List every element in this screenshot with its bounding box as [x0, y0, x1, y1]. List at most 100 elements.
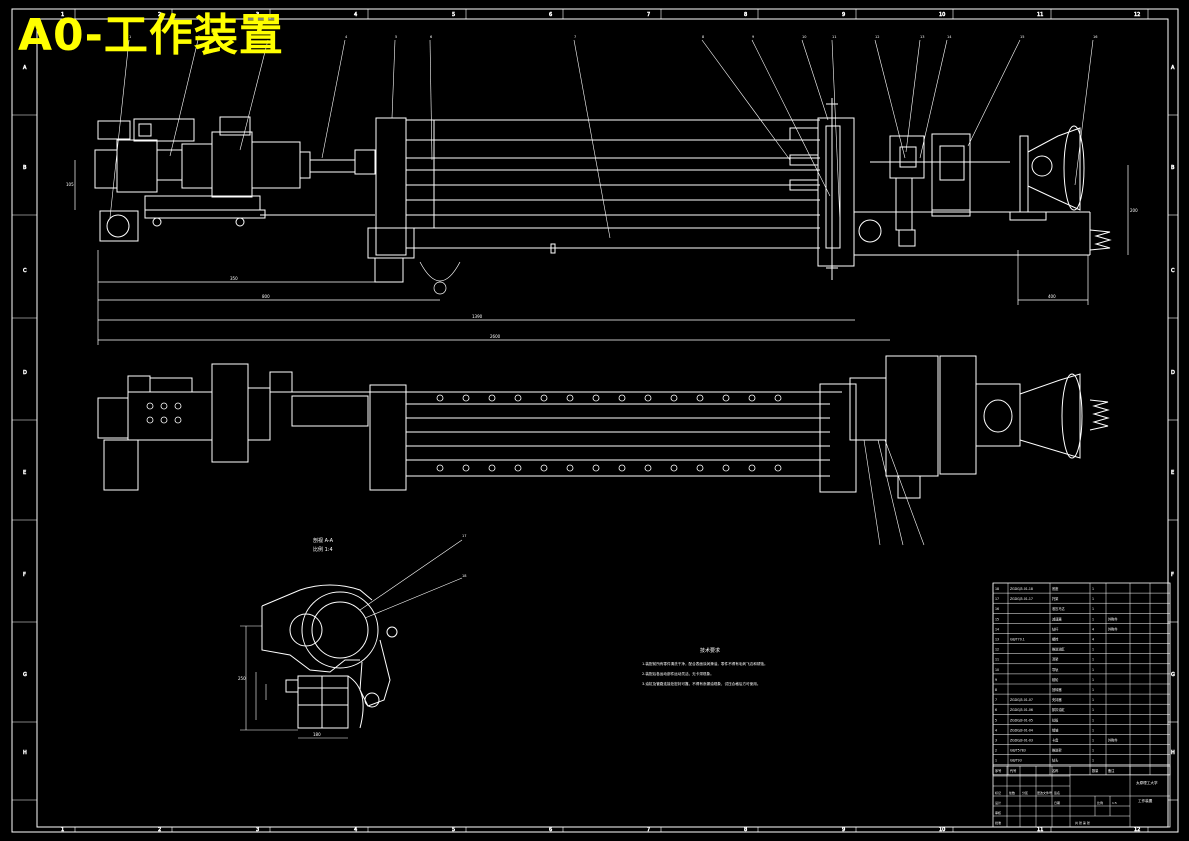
bom-cell: 3 [995, 739, 997, 743]
zone-letter-left: E [23, 470, 26, 476]
bom-cell: 16 [995, 607, 999, 611]
school-name: 太原理工大学 [1136, 780, 1158, 785]
bom-cell: 外购件 [1108, 626, 1118, 631]
zone-number-top: 2 [158, 12, 161, 18]
bom-cell: 托架 [1052, 596, 1059, 601]
bom-cell: 1 [1092, 728, 1094, 732]
zone-letter-right: H [1171, 750, 1175, 756]
plan-view-holes [146, 394, 782, 472]
bom-header: 数量 [1092, 768, 1099, 773]
zone-number-bottom: 1 [61, 827, 64, 833]
part-number-label: 7 [574, 35, 576, 39]
drawing-name: 工作装置 [1138, 798, 1153, 803]
mark-label: 标记 [995, 790, 1001, 795]
part-number-label: 13 [920, 35, 924, 39]
bom-cell: 链轮 [1052, 677, 1059, 682]
part-number-label: 12 [875, 35, 879, 39]
dimension-text: 350 800 1390 2600 400 105 200 250 180 [66, 182, 1138, 737]
dim-text-6: 105 [66, 182, 74, 187]
zone-number-bottom: 8 [744, 827, 747, 833]
zone-number-top: 7 [647, 12, 650, 18]
bom-cell: 4 [1092, 627, 1094, 631]
part-number-label: 8 [702, 35, 704, 39]
bom-cell: 1 [1092, 668, 1094, 672]
bom-cell: ZGDGJ3-01-18 [1010, 587, 1033, 591]
bom-cell: 钻头 [1052, 758, 1059, 763]
dim-text-1: 350 [230, 276, 238, 281]
zone-letter-left: F [23, 572, 26, 578]
scale-value: 1:5 [1112, 801, 1117, 805]
zone-letter-right: B [1171, 165, 1175, 171]
bom-cell: 1 [1092, 678, 1094, 682]
tech-req-line-1: 1.装配前所有零件清洗干净，配合表面涂润滑油，零件不得有毛刺飞边和锈蚀。 [642, 661, 768, 666]
bom-cell: 13 [995, 638, 999, 642]
front-elevation-view [94, 98, 1112, 283]
zone-number-bottom: 2 [158, 827, 161, 833]
bom-cell: ZGDGJ3-01-07 [1010, 698, 1033, 702]
part-number-label: 6 [430, 35, 432, 39]
bom-cell: 12 [995, 648, 999, 652]
bom-cell: 1 [1092, 597, 1094, 601]
bom-cell: 1 [1092, 759, 1094, 763]
zone-number-bottom: 10 [939, 827, 945, 833]
leader-lines-plan [863, 439, 925, 546]
zone-number-bottom: 11 [1037, 827, 1043, 833]
zone-letter-right: G [1171, 672, 1175, 678]
bom-cell: 1 [1092, 718, 1094, 722]
bom-cell: 1 [1092, 708, 1094, 712]
part-number-label: 1 [129, 35, 131, 39]
bom-cell: ZGDGJ3-01-17 [1010, 597, 1033, 601]
dim-text-3: 1390 [472, 314, 483, 319]
plan-view [97, 355, 1110, 499]
dim-text-9: 180 [313, 732, 321, 737]
bom-cell: 销轴 [1052, 727, 1058, 732]
bom-cell: 卸扣油缸 [1052, 707, 1066, 712]
bom-cell: 1 [1092, 587, 1094, 591]
zone-number-top: 12 [1134, 12, 1140, 18]
bom-cell: 1 [1092, 617, 1094, 621]
bom-cell: GB/T70.1 [1010, 638, 1025, 642]
leader-lines-top [109, 39, 1094, 239]
bom-cell: ZGDGJ3-01-06 [1010, 708, 1033, 712]
zone-letter-left: H [23, 750, 27, 756]
tech-requirements: 技术要求 1.装配前所有零件清洗干净，配合表面涂润滑油，零件不得有毛刺飞边和锈蚀… [642, 647, 768, 686]
bom-cell: 螺栓 [1052, 637, 1059, 642]
bom-header: 名称 [1052, 768, 1059, 773]
bom-cell: 1 [1092, 648, 1094, 652]
bom-cell: 15 [995, 617, 999, 621]
bom-cell: 1 [1092, 698, 1094, 702]
sheet-border [11, 8, 1179, 833]
zone-number-top: 6 [549, 12, 552, 18]
part-number-label: 11 [832, 35, 836, 39]
dim-text-5: 400 [1048, 294, 1056, 299]
part-number-label: 18 [462, 574, 466, 578]
dim-text-2: 800 [262, 294, 270, 299]
dim-text-7: 200 [1130, 208, 1138, 213]
bom-cell: 1 [1092, 607, 1094, 611]
bom-cell: 11 [995, 658, 999, 662]
bom-cell: 18 [995, 587, 999, 591]
date-label: 日期 [1054, 800, 1060, 805]
part-number-label: 14 [947, 35, 952, 39]
part-number-label: 9 [752, 35, 754, 39]
zone-letter-right: D [1171, 370, 1175, 376]
tech-req-line-3: 3.油缸及管路连接处密封可靠，不得有渗漏油现象，试压合格后方可使用。 [642, 681, 760, 686]
bom-header: 代号 [1010, 768, 1016, 773]
section-a-a-dims [240, 539, 463, 739]
bom-cell: 卡盘 [1052, 738, 1059, 743]
bom-cell: 钻杆 [1052, 626, 1059, 631]
zone-number-bottom: 6 [549, 827, 552, 833]
bom-cell: ZGDGJ3-01-03 [1010, 739, 1033, 743]
bom-cell: 推进架 [1052, 748, 1062, 753]
bom-cell: ZGDGJ3-01-04 [1010, 728, 1033, 732]
sign-label: 签名 [1054, 790, 1060, 795]
zone-label: 分区 [1022, 790, 1028, 795]
bom-cell: 1 [1092, 739, 1094, 743]
section-a-a-view [261, 584, 398, 729]
zone-number-top: 5 [452, 12, 455, 18]
bom-cell: 1 [995, 759, 997, 763]
zone-letter-right: A [1171, 65, 1175, 71]
part-number-label: 16 [1093, 35, 1097, 39]
